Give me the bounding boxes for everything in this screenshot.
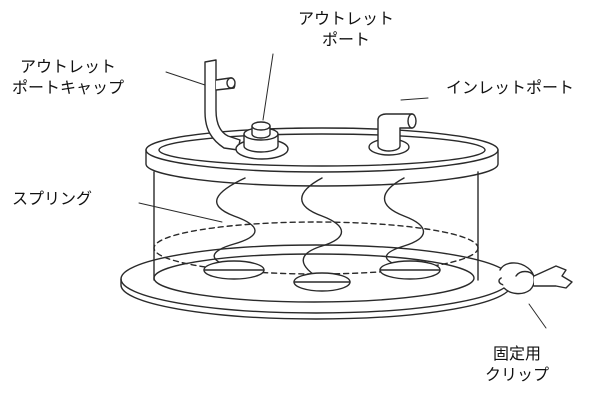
label-outlet-port-cap-line2: ポートキャップ [12,78,125,97]
label-outlet-port-cap: アウトレット ポートキャップ [12,56,124,98]
label-inlet-port-text: インレットポート [446,78,575,97]
spring-coils [213,177,424,281]
leader-outlet-port [262,53,274,121]
label-fixing-clip-line2: クリップ [485,365,550,384]
inlet-port [368,113,417,156]
label-outlet-port-line1: アウトレット [298,9,395,28]
label-outlet-port-line2: ポート [322,30,371,49]
outlet-port [235,121,289,160]
label-inlet-port: インレットポート [446,77,574,98]
spring-base-discs [203,260,441,292]
leader-lines [138,53,547,329]
spring-middle [301,177,342,281]
label-fixing-clip-line1: 固定用 [493,344,542,363]
outlet-port-cap-pipe [204,59,241,151]
spring-left [213,177,256,269]
cylinder-walls [153,171,479,281]
leader-outlet-port-cap [165,71,206,86]
label-outlet-port: アウトレット ポート [298,8,394,50]
leader-inlet-port [400,97,429,101]
spring-right [384,177,424,269]
label-outlet-port-cap-line1: アウトレット [20,57,117,76]
fixing-clip [498,262,573,295]
label-spring-text: スプリング [12,189,93,208]
leader-spring [138,202,223,223]
label-spring: スプリング [12,188,92,209]
label-fixing-clip: 固定用 クリップ [485,343,549,385]
leader-fixing-clip [528,303,547,329]
